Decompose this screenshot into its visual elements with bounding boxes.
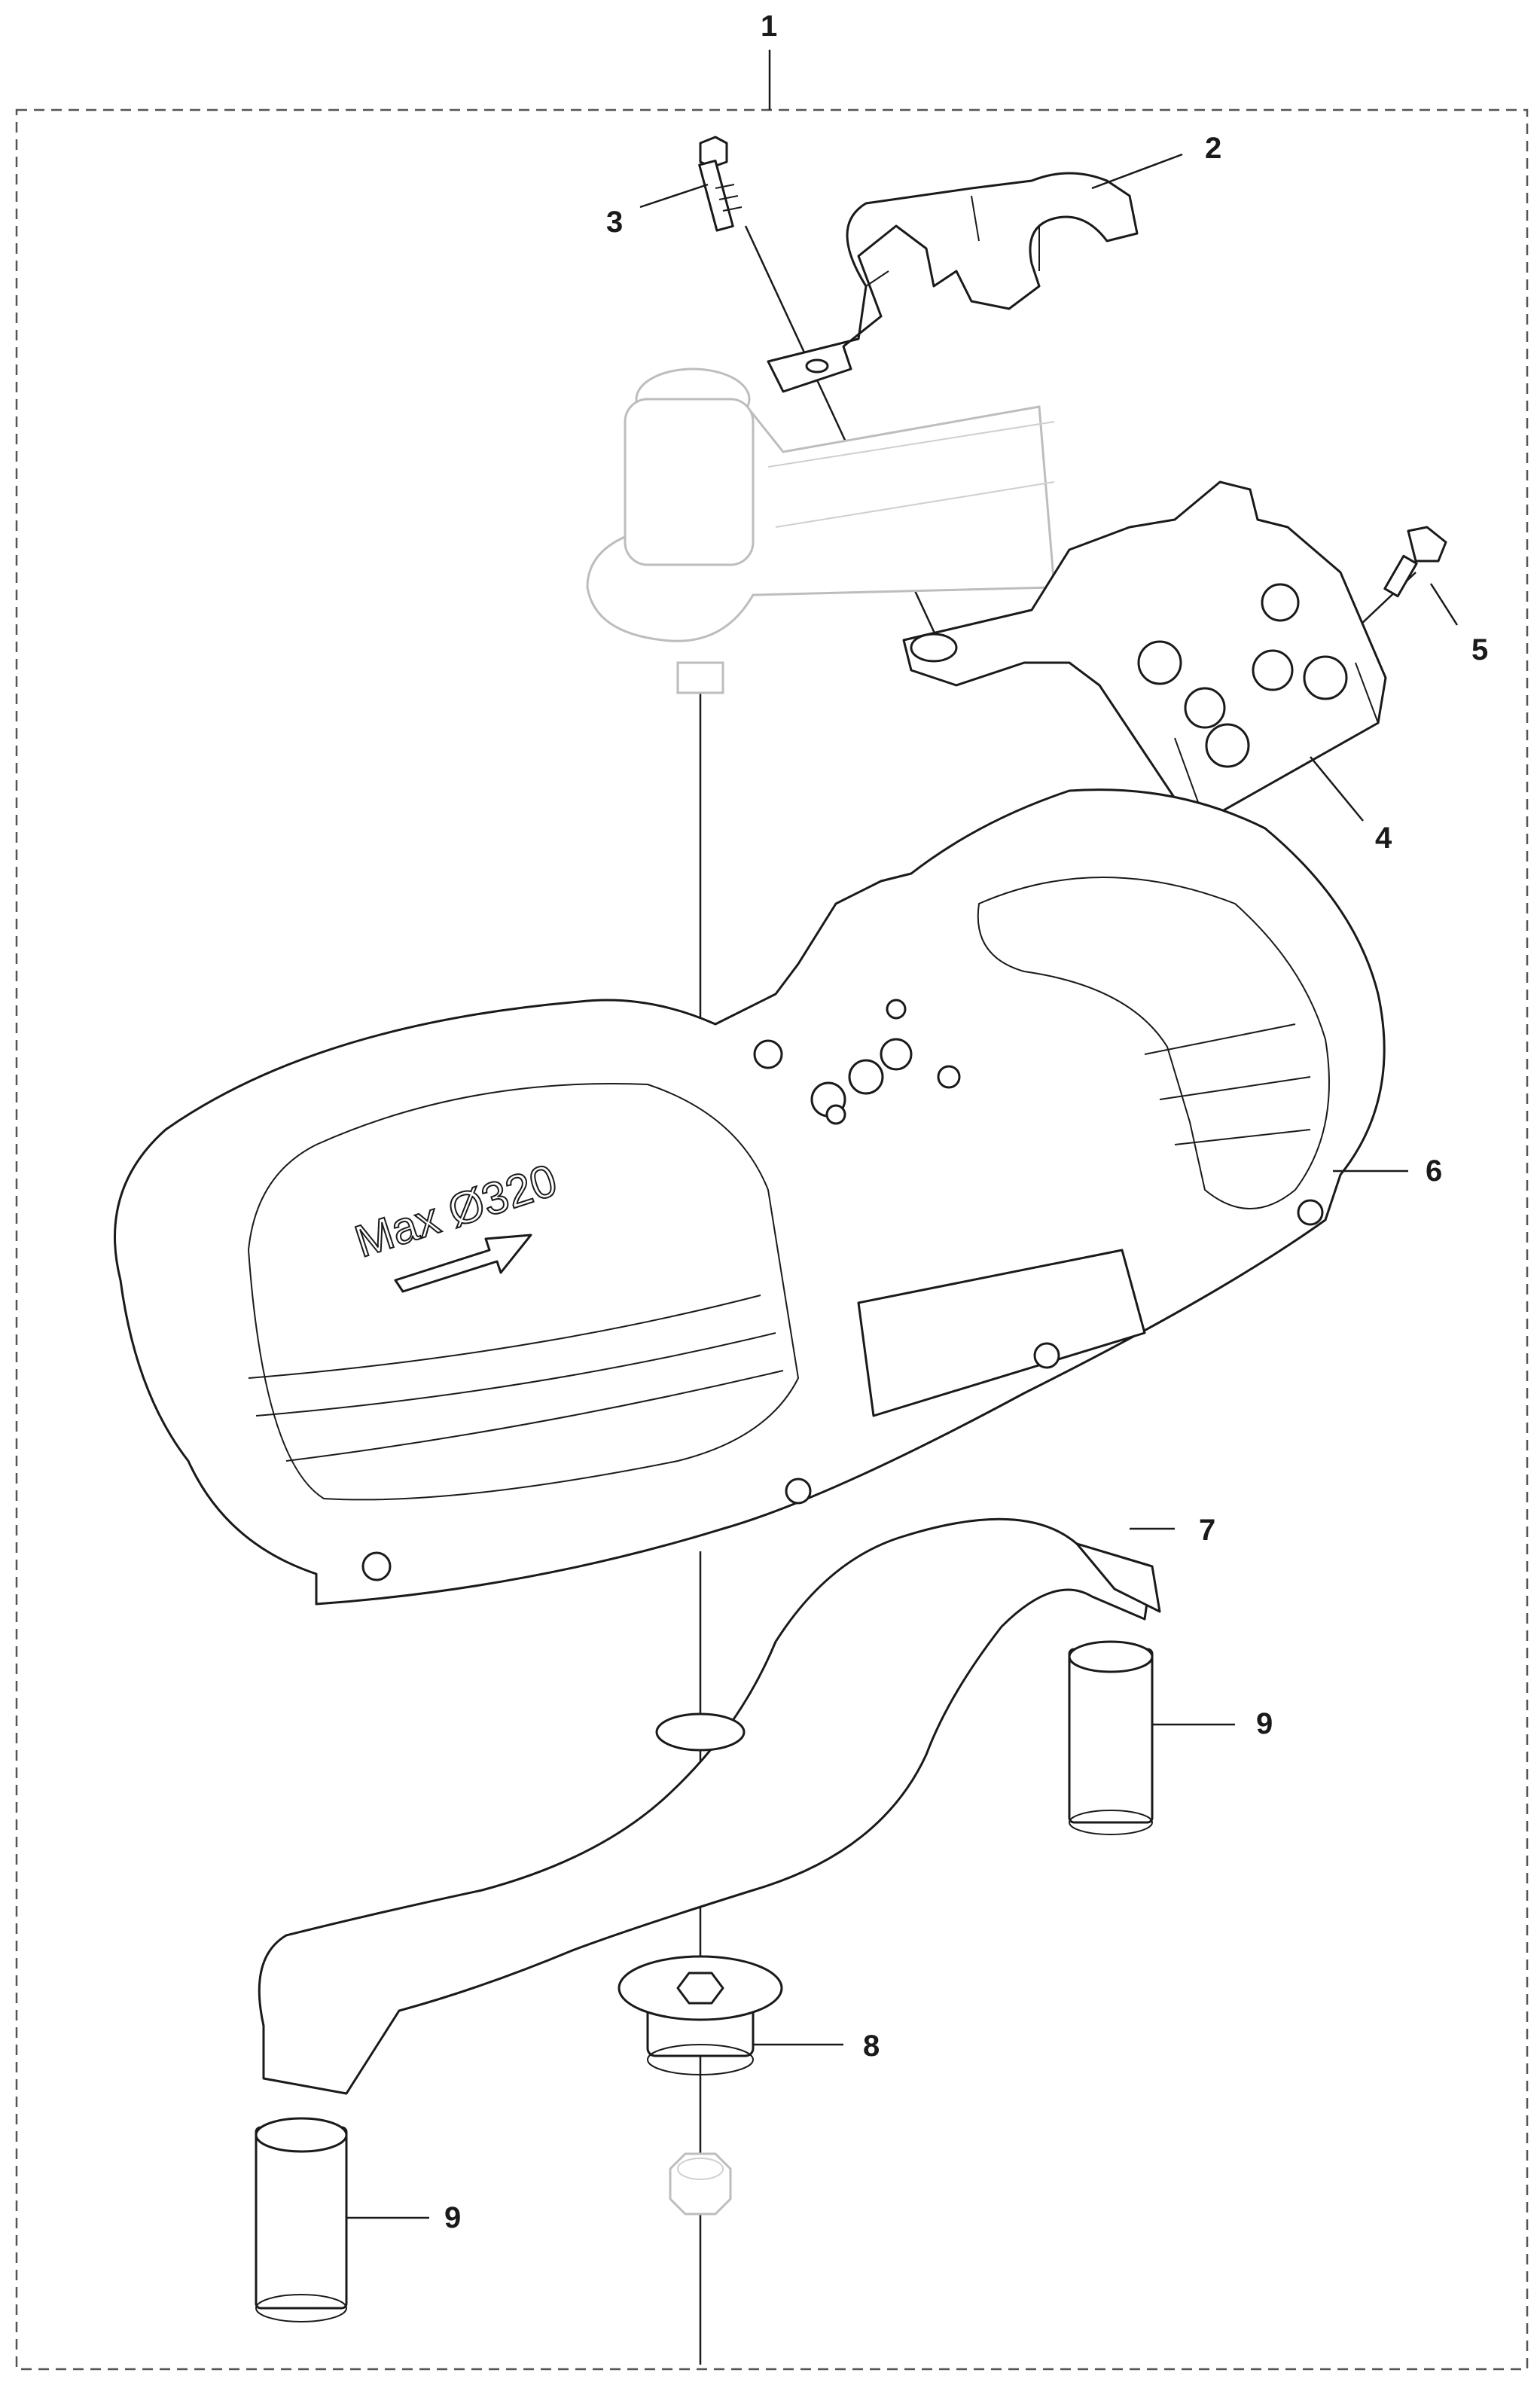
- sleeve-part-9-upper: [1068, 1640, 1154, 1835]
- screw-part-5: [1383, 526, 1447, 598]
- lower-bracket-part-4: [902, 480, 1387, 822]
- callout-3: 3: [606, 206, 623, 239]
- blade-guard-part-6: Max Ø320: [114, 788, 1386, 1606]
- callout-8: 8: [863, 2030, 880, 2063]
- rotation-arrow-icon: [394, 1234, 532, 1293]
- leader-3: [639, 183, 709, 209]
- sleeve-part-9-lower: [255, 2117, 348, 2322]
- leader-4: [1310, 756, 1364, 822]
- assembly-frame: [15, 108, 1529, 2371]
- callout-6: 6: [1426, 1154, 1442, 1188]
- upper-clamp-part-2: [767, 172, 1139, 393]
- blade-nut-part-8: [618, 1955, 783, 2216]
- callout-7: 7: [1199, 1514, 1215, 1547]
- callout-2: 2: [1205, 132, 1221, 165]
- screw-part-3: [698, 136, 743, 232]
- callout-9-lower: 9: [444, 2201, 461, 2234]
- leader-5: [1429, 583, 1459, 626]
- callout-4: 4: [1375, 822, 1392, 855]
- callout-9-upper: 9: [1256, 1707, 1273, 1740]
- callout-1: 1: [761, 10, 777, 43]
- leader-2: [1091, 153, 1183, 190]
- blade-part-7: [258, 1517, 1161, 2095]
- callout-5: 5: [1471, 633, 1488, 666]
- gear-head-ghost: [586, 367, 1056, 694]
